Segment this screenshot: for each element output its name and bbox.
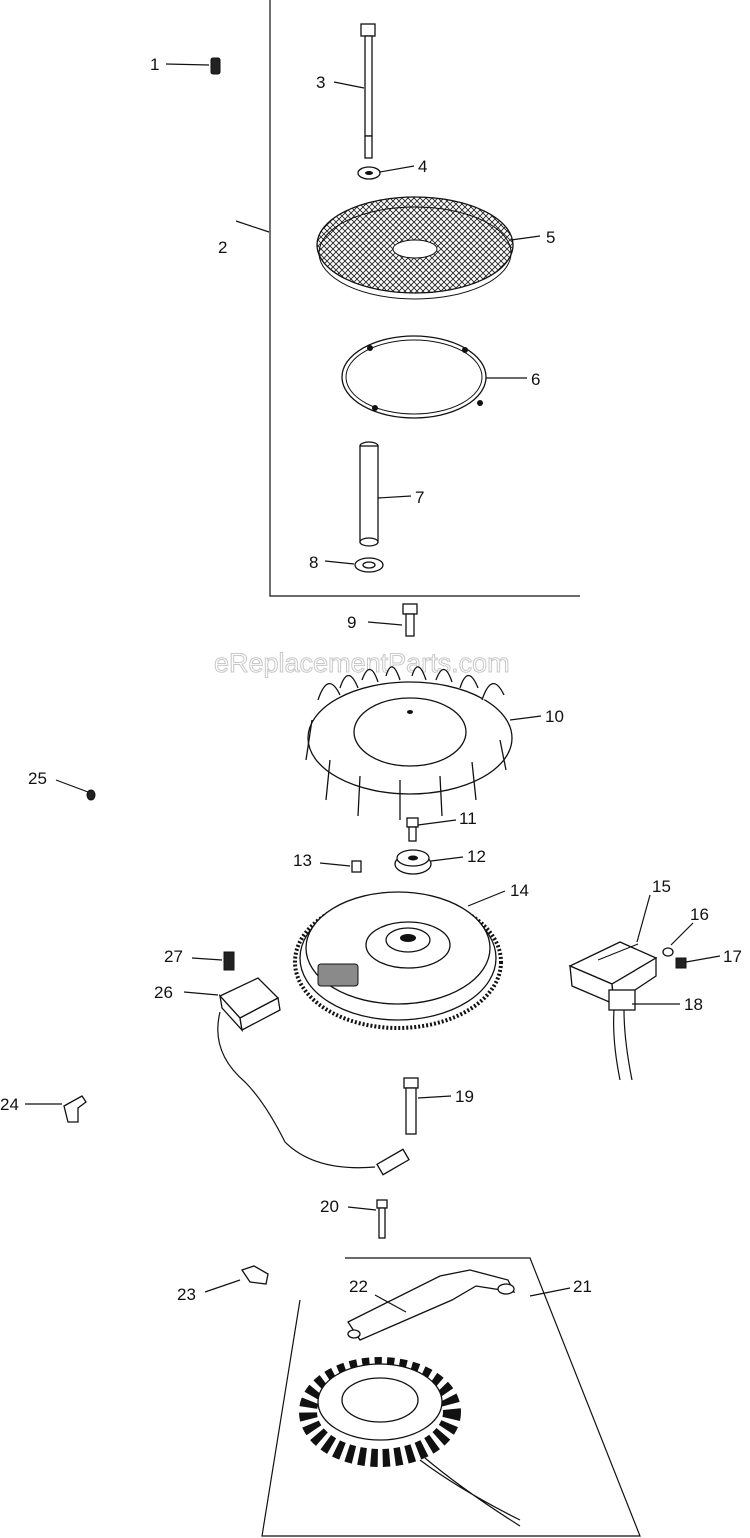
part-27-screw [223,951,235,971]
callout-11: 11 [459,809,477,828]
group-box-2 [269,0,580,597]
part-4-washer [357,166,381,180]
callout-21: 21 [573,1277,592,1296]
callout-7: 7 [415,488,424,507]
part-17-screw [675,957,687,969]
callout-5: 5 [546,228,555,247]
callout-27: 27 [164,947,183,966]
part-19-spark-plug [403,1077,419,1135]
callout-10: 10 [545,707,564,726]
callout-15: 15 [652,877,671,896]
callout-1: 1 [150,55,159,74]
part-18-connector [608,989,636,1081]
callout-6: 6 [531,370,540,389]
part-8-washer [354,557,384,573]
part-11-screw [406,817,419,842]
part-20-screw [376,1199,388,1239]
part-6-retainer-ring [341,335,487,419]
part-22-ground-strap [347,1269,516,1341]
watermark: eReplacementParts.com [214,648,510,678]
part-1-setscrew [210,57,221,75]
part-3-bolt [360,23,376,159]
part-5-screen [316,196,514,300]
callout-25: 25 [28,769,47,788]
part-23-clip [240,1265,269,1285]
callout-14: 14 [510,881,529,900]
part-16-washer [662,947,674,957]
part-24-bracket [63,1095,87,1123]
leader-lines [25,63,721,1313]
part-26-ignition-module [217,977,410,1176]
callout-26: 26 [154,983,173,1002]
callout-20: 20 [320,1197,339,1216]
callout-16: 16 [690,905,709,924]
group-box-21 [261,1257,641,1537]
callout-18: 18 [684,995,703,1014]
part-9-screw [402,603,418,637]
callout-2: 2 [218,238,227,257]
part-13-key [351,860,362,873]
part-12-spacer [394,849,432,875]
callout-8: 8 [309,553,318,572]
callout-23: 23 [177,1285,196,1304]
callout-12: 12 [467,847,486,866]
part-21-stator [299,1357,521,1527]
callout-22: 22 [349,1277,368,1296]
part-7-spacer [359,441,379,547]
callout-labels: 1 2 3 4 5 6 7 8 9 10 11 12 13 14 15 16 1… [0,55,742,1304]
callout-13: 13 [293,851,312,870]
callout-9: 9 [347,613,356,632]
callout-19: 19 [455,1087,474,1106]
callout-4: 4 [418,157,427,176]
part-14-flywheel [293,891,503,1030]
callout-24: 24 [0,1095,19,1114]
callout-17: 17 [723,947,742,966]
part-25-nut [86,789,96,801]
part-10-fan [305,666,513,820]
callout-3: 3 [316,73,325,92]
